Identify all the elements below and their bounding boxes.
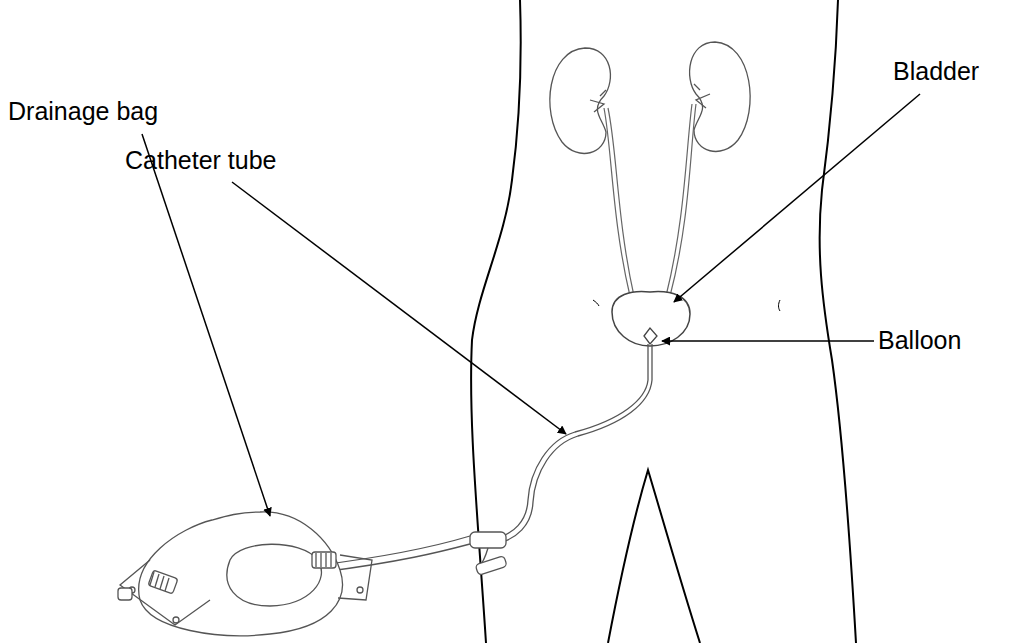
leader-line [662,340,874,342]
body-outline [471,0,856,643]
part-label: Drainage bag [8,98,158,126]
drainage-bag [118,512,372,636]
catheter-tube [320,344,652,575]
bladder [612,292,690,346]
ureters [604,104,696,296]
part-label: Catheter tube [125,147,277,175]
part-label: Bladder [893,58,979,86]
leader-line [142,134,270,516]
leader-line [674,94,920,302]
kidneys [550,42,750,153]
part-label: Balloon [878,327,961,355]
leader-line [232,182,566,434]
balloon [644,328,657,344]
